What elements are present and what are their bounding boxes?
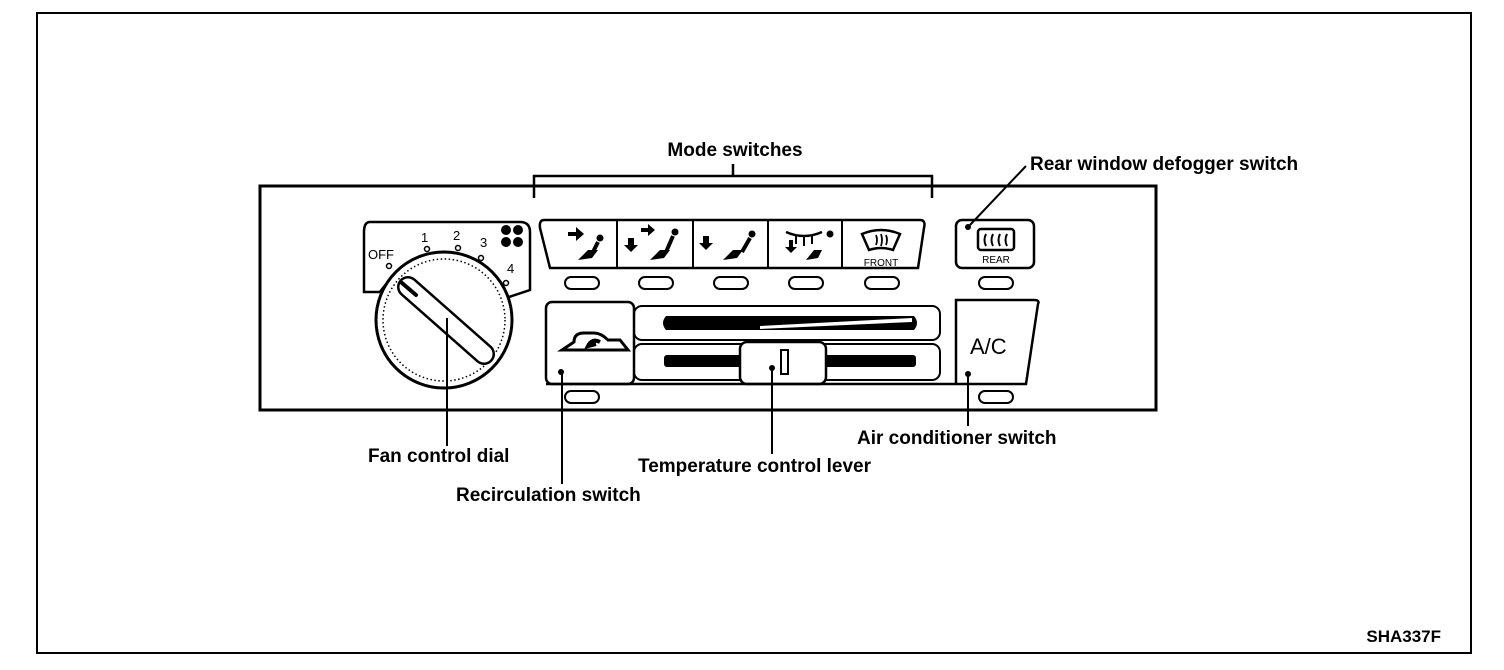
ac-label: A/C [970,334,1007,359]
mode-switch-group [538,218,926,270]
control-panel [258,184,1158,412]
rear-defogger-pointer-dot [965,224,971,230]
mode-indicator-lights [564,276,900,290]
rear-indicator-light [978,276,1014,290]
mode-vent-button[interactable] [568,227,604,260]
mode-foot-defrost-button[interactable] [785,230,834,261]
face-vent-icon [568,227,604,260]
figure-frame [36,12,1472,654]
lower-section-outline [546,298,1040,386]
bilevel-icon [624,224,679,260]
mode-switches-bracket [532,164,934,198]
mode-switches-label: Mode switches [667,140,802,161]
fan-control-dial[interactable] [374,250,514,390]
fan-control-dial-label: Fan control dial [368,446,509,467]
air-conditioner-label: Air conditioner switch [857,428,1057,449]
mode-foot-button[interactable] [699,230,756,261]
rear-label: REAR [982,255,1010,266]
mode-bilevel-button[interactable] [624,224,679,260]
fan-speed-3: 3 [480,235,487,250]
temperature-upper-slot [633,305,941,341]
mode-switch-dividers [616,220,843,268]
figure-code: SHA337F [1366,627,1441,646]
rear-defogger-icon [976,227,1016,252]
temperature-gradient-highlight [760,318,912,329]
front-defrost-icon [860,228,902,252]
front-label: FRONT [864,258,898,269]
recirculation-pointer-dot [558,369,564,375]
fan-off-label: OFF [368,247,394,262]
temperature-control-lever[interactable] [738,340,828,386]
leader-lines [446,165,1027,484]
fan-icon [501,225,523,247]
fan-speed-1: 1 [421,230,428,245]
ac-indicator-light [978,390,1014,404]
fan-speed-2: 2 [453,228,460,243]
mode-front-defrost-button[interactable]: FRONT [860,228,902,269]
ac-pointer-dot [965,371,971,377]
fan-speed-4: 4 [507,261,514,276]
air-conditioner-button[interactable]: A/C [970,334,1007,359]
recirculation-label: Recirculation switch [456,485,641,506]
foot-defrost-icon [785,230,834,260]
rear-defogger-button[interactable]: REAR [954,218,1036,270]
recirculation-indicator-light [564,390,600,404]
rear-defogger-label: Rear window defogger switch [1030,154,1298,175]
foot-icon [699,230,756,260]
temperature-pointer-dot [769,365,775,371]
temperature-gradient-bar [663,316,917,330]
recirculation-icon [557,331,632,352]
temperature-lever-label: Temperature control lever [638,456,872,477]
fan-speed-dots [385,244,510,287]
